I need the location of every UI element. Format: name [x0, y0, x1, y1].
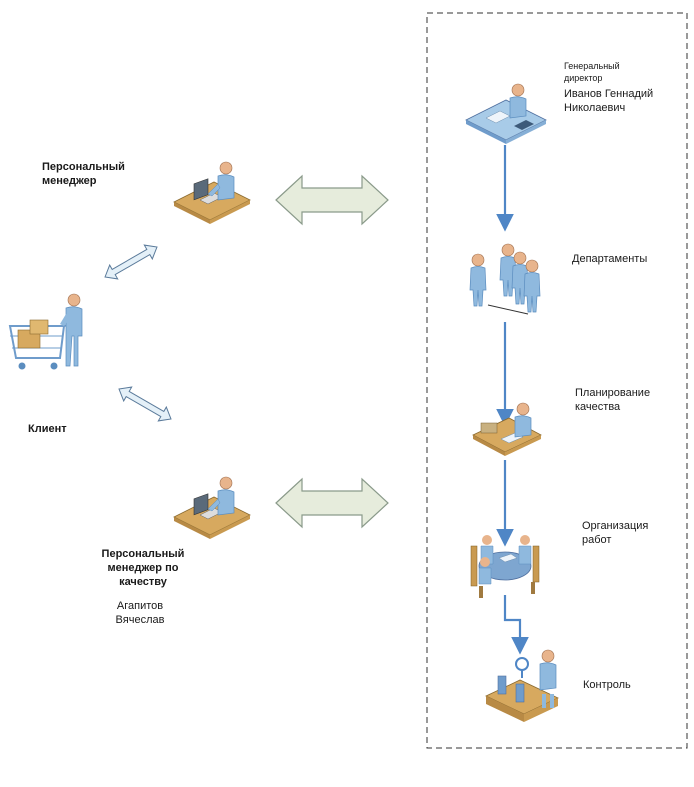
director-title-label: Генеральный директор — [564, 61, 620, 83]
planner-desk-icon — [472, 402, 542, 456]
work-organization-label: Организация работ — [582, 520, 649, 546]
small-arrow-client-manager — [104, 244, 158, 280]
inspector-conveyor-icon — [485, 649, 559, 722]
director-desk-icon — [465, 83, 547, 144]
manager-computer-icon — [173, 161, 251, 225]
block-arrow-bottom — [275, 477, 389, 529]
shopper-cart-icon — [8, 293, 83, 370]
meeting-table-icon — [470, 535, 540, 598]
quality-manager-computer-icon — [173, 476, 251, 540]
client-label: Клиент — [28, 423, 67, 435]
quality-manager-label: Персональный менеджер по качеству — [101, 548, 185, 588]
quality-planning-label: Планирование качества — [575, 387, 651, 413]
quality-manager-name-label: Агапитов Вячеслав — [115, 600, 165, 626]
block-arrow-top — [275, 174, 389, 226]
personal-manager-label: Персональный менеджер — [42, 161, 125, 187]
department-group-icon — [469, 243, 541, 315]
flow-arrow-organization-control — [503, 595, 529, 655]
director-name-label: Иванов Геннадий Николаевич — [564, 88, 654, 114]
control-label: Контроль — [583, 679, 631, 691]
company-frame — [426, 12, 688, 749]
small-arrow-client-quality-manager — [118, 386, 172, 422]
departments-label: Департаменты — [572, 253, 648, 265]
